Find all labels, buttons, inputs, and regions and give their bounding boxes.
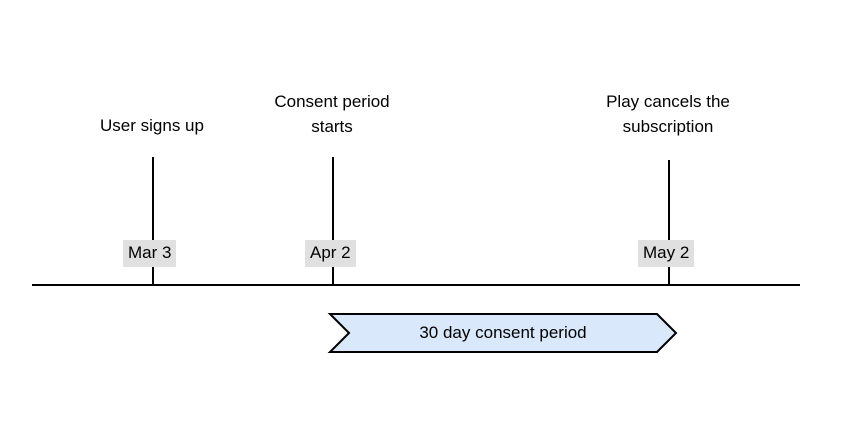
event-tick-1 — [152, 157, 154, 285]
event-date-chip-2: Apr 2 — [305, 240, 356, 267]
event-tick-3 — [668, 160, 670, 285]
event-date-chip-1: Mar 3 — [123, 240, 177, 267]
event-date-chip-3: May 2 — [638, 240, 695, 267]
event-label-3: Play cancels the subscription — [606, 92, 730, 136]
consent-period-banner-shape — [327, 313, 678, 353]
timeline-axis — [32, 284, 800, 286]
event-label-2: Consent period starts — [274, 92, 390, 136]
event-label-1: User signs up — [100, 116, 204, 135]
event-tick-2 — [332, 157, 334, 285]
consent-period-banner: 30 day consent period — [327, 313, 678, 353]
